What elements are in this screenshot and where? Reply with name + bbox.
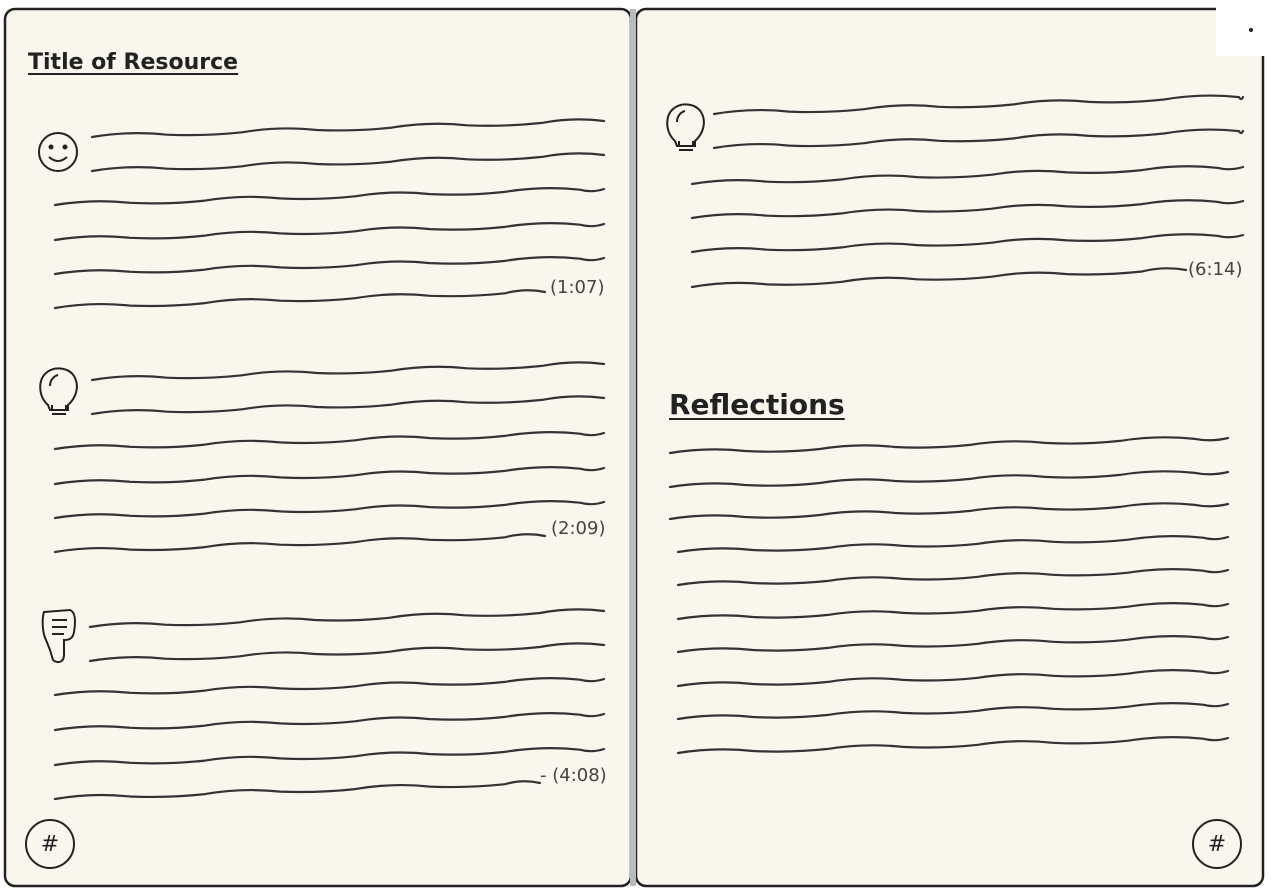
writing-line: [690, 233, 1245, 254]
writing-line: [690, 267, 1188, 289]
timestamp: (1:07): [550, 277, 605, 298]
timestamp: (6:14): [1188, 259, 1243, 280]
page-corner: [1216, 4, 1272, 56]
writing-line: [88, 608, 606, 629]
writing-line: [53, 289, 547, 310]
writing-line: [668, 502, 1230, 521]
writing-line: [676, 702, 1230, 721]
writing-line: [53, 187, 606, 207]
writing-line: [676, 736, 1230, 755]
timestamp: (2:09): [551, 518, 606, 539]
writing-line: [88, 642, 606, 663]
lightbulb-icon: [39, 367, 78, 415]
writing-line: [690, 165, 1245, 186]
resource-title: Title of Resource: [28, 50, 239, 75]
left-page: [3, 7, 633, 888]
page-number-left: #: [25, 819, 75, 869]
writing-line: [90, 395, 606, 416]
writing-line: [676, 635, 1230, 654]
page-number-right: #: [1192, 819, 1242, 869]
writing-line: [90, 361, 606, 382]
smiley-icon: [38, 132, 78, 172]
writing-line: [676, 669, 1230, 688]
writing-line: [53, 222, 606, 242]
writing-line: [53, 780, 542, 801]
lightbulb-icon: [666, 103, 705, 151]
reflections-title: Reflections: [669, 388, 845, 421]
writing-line: [53, 747, 606, 767]
writing-line: [53, 500, 606, 520]
writing-line: [690, 199, 1245, 220]
thumbs-down-note-icon: [41, 608, 76, 664]
writing-line: [53, 533, 547, 554]
timestamp: - (4:08): [540, 765, 607, 786]
writing-line: [53, 431, 606, 451]
writing-line: [53, 712, 606, 732]
handwriting-lines: [53, 94, 1245, 801]
writing-line: [90, 118, 606, 139]
writing-line: [90, 152, 606, 173]
writing-line: [668, 470, 1230, 489]
writing-line: [676, 602, 1230, 621]
writing-line: [53, 256, 606, 276]
writing-line: [712, 94, 1245, 116]
writing-line: [53, 677, 606, 697]
writing-line: [676, 568, 1230, 587]
writing-line: [668, 436, 1230, 455]
writing-line: [712, 128, 1245, 150]
writing-line: [53, 466, 606, 486]
writing-line: [676, 535, 1230, 554]
notebook-spine: [630, 9, 636, 886]
corner-dot: [1249, 28, 1253, 32]
